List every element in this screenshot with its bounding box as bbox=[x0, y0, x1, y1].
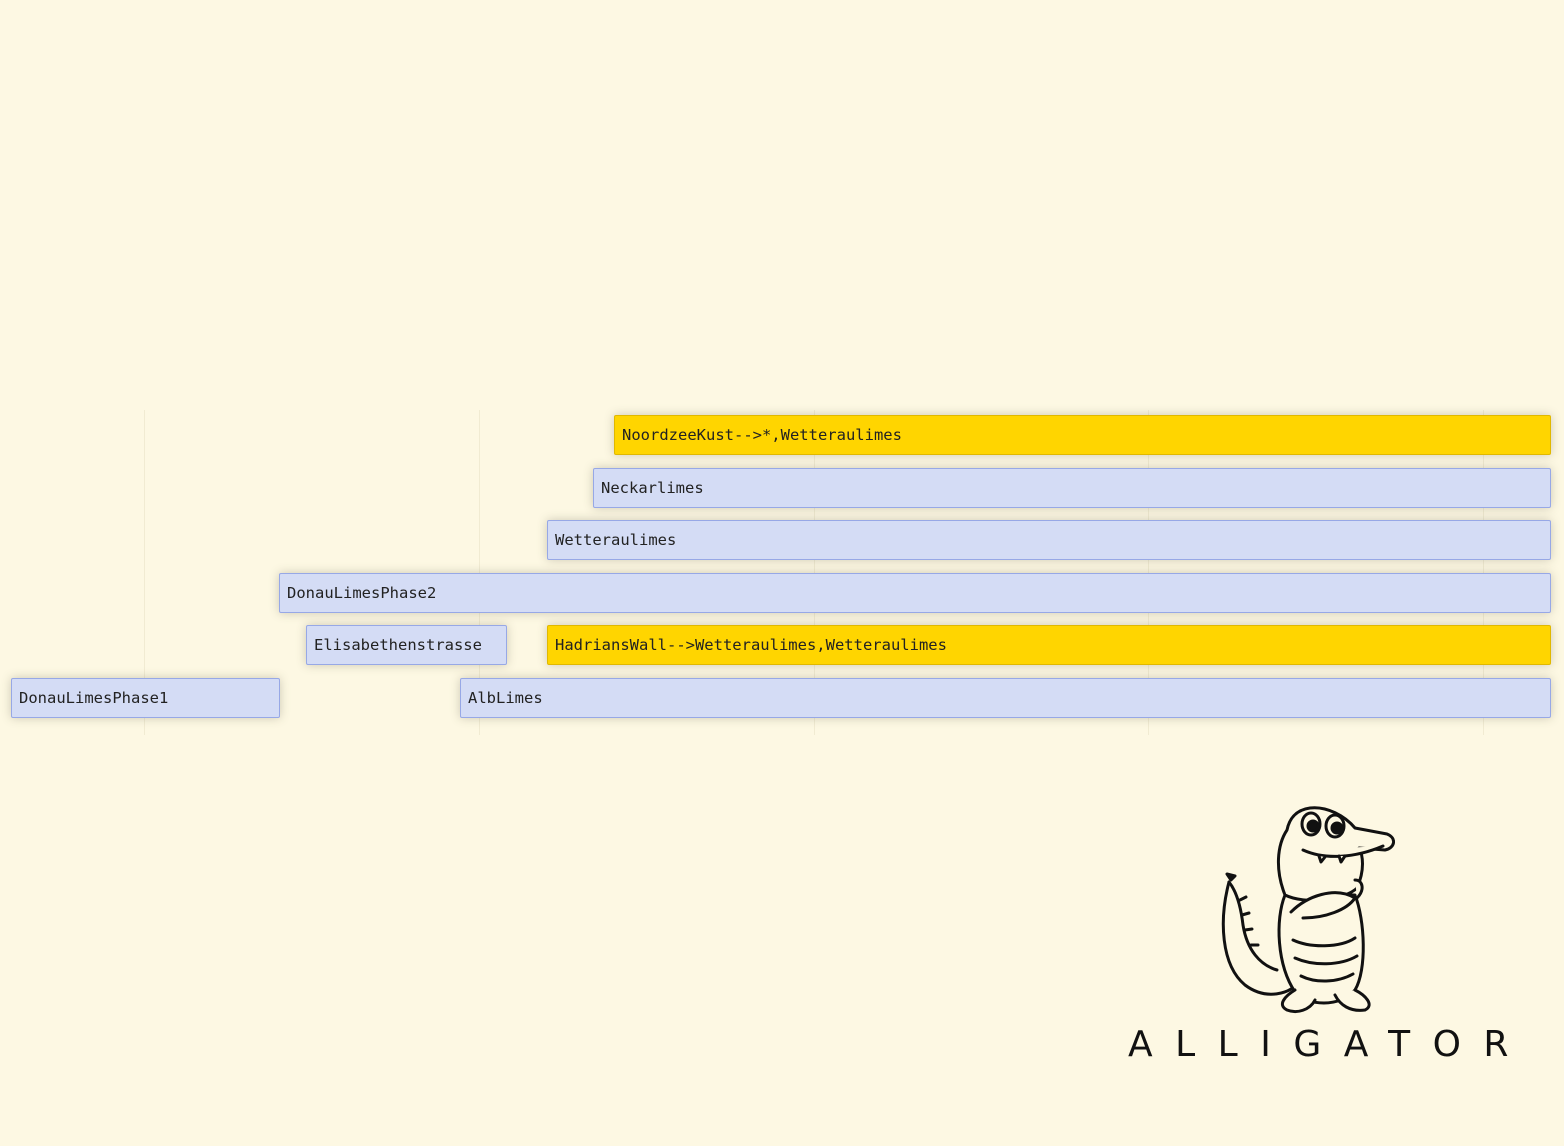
timeline-item-donaulimesphase1[interactable]: DonauLimesPhase1 bbox=[11, 678, 280, 718]
timeline-item-neckarlimes[interactable]: Neckarlimes bbox=[593, 468, 1551, 508]
timeline-item-elisabethenstrasse[interactable]: Elisabethenstrasse bbox=[306, 625, 507, 665]
alligator-mascot-icon bbox=[1221, 806, 1395, 1014]
brand-wordmark: ALLIGATOR bbox=[1128, 1024, 1531, 1065]
timeline-gridline bbox=[1148, 410, 1149, 735]
timeline-item-donaulimesphase2[interactable]: DonauLimesPhase2 bbox=[279, 573, 1551, 613]
timeline-gridline bbox=[814, 410, 815, 735]
timeline-item-noordzeekust[interactable]: NoordzeeKust-->*,Wetteraulimes bbox=[614, 415, 1551, 455]
timeline-gridline bbox=[479, 410, 480, 735]
timeline-gridline bbox=[1483, 410, 1484, 735]
timeline-item-wetteraulimes[interactable]: Wetteraulimes bbox=[547, 520, 1551, 560]
alligator-logo: ALLIGATOR bbox=[1115, 800, 1508, 1080]
timeline-gridline bbox=[144, 410, 145, 735]
timeline-item-alblimes[interactable]: AlbLimes bbox=[460, 678, 1551, 718]
timeline-item-hadrianswall[interactable]: HadriansWall-->Wetteraulimes,Wetteraulim… bbox=[547, 625, 1551, 665]
